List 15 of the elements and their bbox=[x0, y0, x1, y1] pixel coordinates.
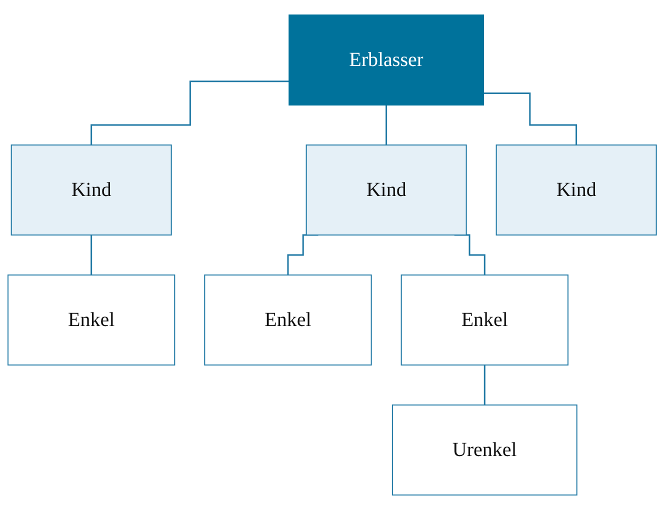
node-box: Enkel bbox=[401, 274, 569, 365]
node-box: Kind bbox=[496, 144, 658, 235]
connector bbox=[90, 234, 92, 276]
connector bbox=[484, 364, 486, 406]
connector bbox=[288, 234, 319, 276]
connector bbox=[454, 234, 486, 276]
node-box: Kind bbox=[306, 144, 468, 235]
connector bbox=[386, 104, 388, 146]
node-box: Enkel bbox=[8, 274, 176, 365]
connector bbox=[484, 92, 578, 146]
node-box: Enkel bbox=[204, 274, 372, 365]
node-box: Urenkel bbox=[392, 404, 578, 495]
node-box: Erblasser bbox=[288, 14, 484, 105]
node-box: Kind bbox=[11, 144, 172, 235]
connector bbox=[90, 80, 290, 146]
